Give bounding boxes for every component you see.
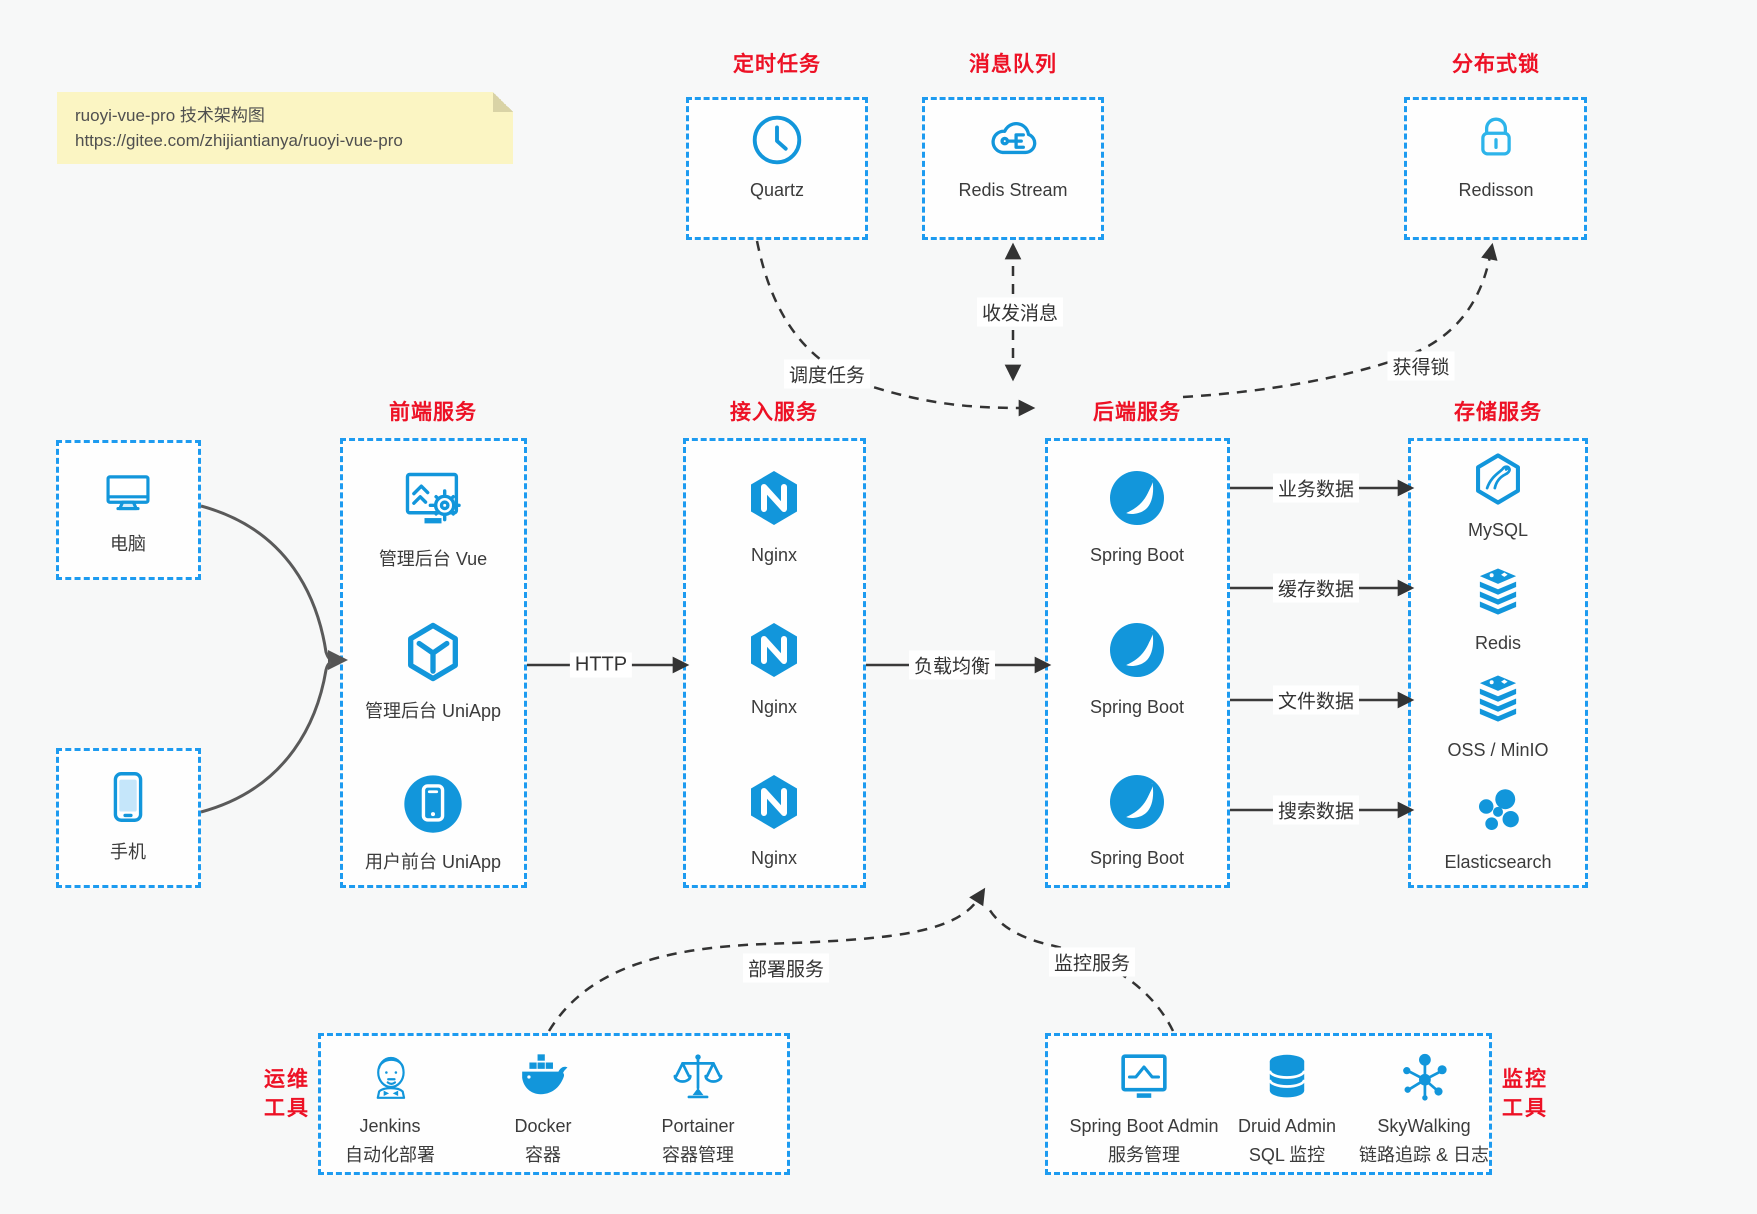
monitoring-item-name: SkyWalking — [1377, 1116, 1471, 1136]
note-title: ruoyi-vue-pro 技术架构图 — [75, 106, 265, 125]
monitoring-item-name: Druid Admin — [1237, 1116, 1337, 1136]
title-frontend: 前端服务 — [389, 401, 477, 424]
acquire-lock-label: 获得锁 — [1387, 351, 1455, 381]
clock-icon — [746, 109, 808, 171]
title-monitoring-line1: 监控 — [1502, 1068, 1548, 1091]
monitor-label: 监控服务 — [1048, 947, 1136, 977]
business-data-label: 业务数据 — [1272, 473, 1360, 503]
docker-icon — [514, 1048, 572, 1106]
phone-label: 手机 — [110, 842, 146, 862]
nginx-icon — [742, 618, 806, 682]
lock-label: Redisson — [1458, 180, 1534, 200]
note-url: https://gitee.com/zhijiantianya/ruoyi-vu… — [75, 131, 403, 150]
phone-icon — [97, 766, 159, 828]
title-mq: 消息队列 — [969, 53, 1057, 76]
gateway-item-label: Nginx — [750, 545, 798, 565]
note-fold-corner — [493, 92, 513, 112]
file-data-label: 文件数据 — [1272, 685, 1360, 715]
pc-to-frontend-arrow — [200, 504, 348, 670]
title-lock: 分布式锁 — [1452, 53, 1540, 76]
portainer-icon — [669, 1048, 727, 1106]
uniapp-cube-icon — [399, 618, 467, 686]
storage-item-label: OSS / MinIO — [1447, 740, 1549, 760]
desktop-icon — [99, 466, 157, 524]
scheduler-box — [686, 97, 868, 240]
ops-item-desc: 自动化部署 — [345, 1145, 435, 1165]
cache-data-label: 缓存数据 — [1272, 573, 1360, 603]
redis-icon — [1469, 563, 1527, 621]
messages-label: 收发消息 — [976, 297, 1064, 327]
spring-boot-icon — [1105, 466, 1169, 530]
oss-minio-icon — [1469, 670, 1527, 728]
deploy-label: 部署服务 — [742, 953, 830, 983]
ops-item-name: Jenkins — [359, 1116, 421, 1136]
title-backend: 后端服务 — [1093, 401, 1181, 424]
gateway-item-label: Nginx — [750, 697, 798, 717]
ops-item-name: Portainer — [661, 1116, 735, 1136]
user-app-icon — [399, 770, 467, 838]
title-storage: 存储服务 — [1454, 401, 1542, 424]
monitoring-box — [1045, 1033, 1492, 1175]
mq-box — [922, 97, 1104, 240]
redis-stream-cloud-icon — [980, 105, 1046, 171]
druid-admin-icon — [1258, 1048, 1316, 1106]
jenkins-icon — [361, 1048, 419, 1106]
backend-item-label: Spring Boot — [1089, 545, 1185, 565]
title-gateway: 接入服务 — [730, 401, 818, 424]
storage-item-label: MySQL — [1467, 520, 1529, 540]
phone-to-frontend-arrow — [200, 660, 332, 814]
frontend-item-label: 管理后台 UniApp — [364, 701, 502, 721]
schedule-task-label: 调度任务 — [783, 359, 871, 389]
title-scheduler: 定时任务 — [733, 53, 821, 76]
spring-boot-admin-icon — [1115, 1048, 1173, 1106]
backend-item-label: Spring Boot — [1089, 848, 1185, 868]
search-data-label: 搜索数据 — [1272, 795, 1360, 825]
title-ops-line2: 工具 — [264, 1097, 310, 1120]
storage-item-label: Elasticsearch — [1444, 852, 1552, 872]
ops-item-desc: 容器 — [525, 1145, 561, 1165]
ops-item-desc: 容器管理 — [662, 1145, 734, 1165]
monitoring-item-desc: SQL 监控 — [1248, 1145, 1326, 1165]
spring-boot-icon — [1105, 618, 1169, 682]
mq-label: Redis Stream — [958, 180, 1068, 200]
title-monitoring-line2: 工具 — [1502, 1097, 1548, 1120]
skywalking-icon — [1395, 1048, 1453, 1106]
spring-boot-icon — [1105, 770, 1169, 834]
monitoring-item-desc: 服务管理 — [1108, 1145, 1180, 1165]
pc-label: 电脑 — [110, 534, 146, 554]
scheduler-label: Quartz — [749, 180, 805, 200]
ops-item-name: Docker — [514, 1116, 572, 1136]
monitoring-item-name: Spring Boot Admin — [1069, 1116, 1219, 1136]
lock-icon — [1466, 107, 1526, 167]
frontend-item-label: 管理后台 Vue — [378, 549, 488, 569]
monitoring-item-desc: 链路追踪 & 日志 — [1358, 1145, 1490, 1165]
http-label: HTTP — [569, 652, 633, 678]
load-balance-label: 负载均衡 — [908, 650, 996, 680]
storage-item-label: Redis — [1474, 633, 1522, 653]
vue-admin-icon — [399, 466, 467, 534]
mysql-icon — [1469, 450, 1527, 508]
gateway-item-label: Nginx — [750, 848, 798, 868]
nginx-icon — [742, 770, 806, 834]
title-ops-line1: 运维 — [264, 1068, 310, 1091]
sticky-note: ruoyi-vue-pro 技术架构图 https://gitee.com/zh… — [57, 92, 513, 164]
backend-item-label: Spring Boot — [1089, 697, 1185, 717]
frontend-item-label: 用户前台 UniApp — [364, 852, 502, 872]
nginx-icon — [742, 466, 806, 530]
ops-box — [318, 1033, 790, 1175]
elasticsearch-icon — [1469, 782, 1527, 840]
